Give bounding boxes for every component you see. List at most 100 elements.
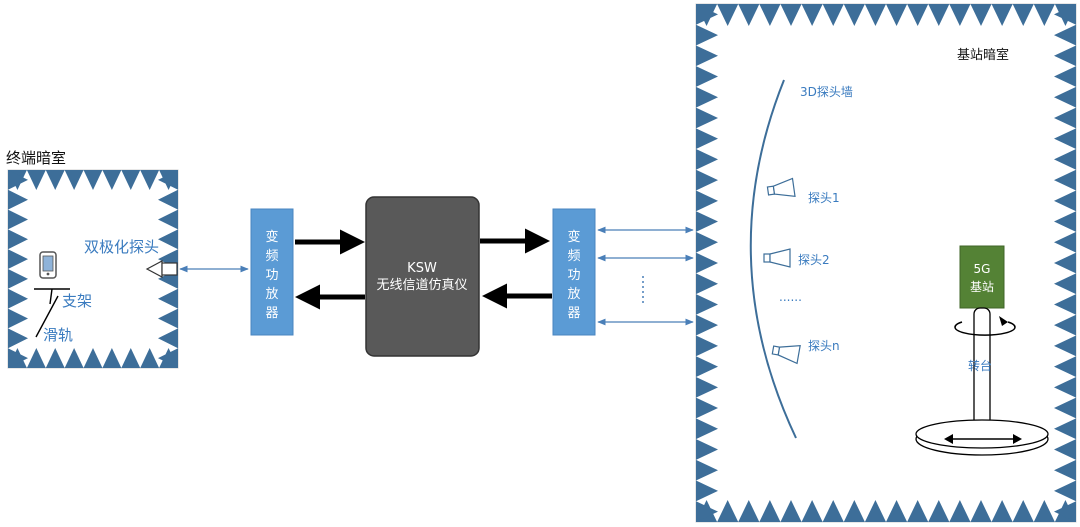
absorber-cone bbox=[1054, 211, 1076, 232]
probe-1-label: 探头1 bbox=[808, 191, 840, 205]
absorber-cone bbox=[696, 211, 718, 232]
base-station-line2: 基站 bbox=[970, 280, 994, 294]
absorber-cone bbox=[717, 500, 739, 522]
probe-n-icon bbox=[771, 344, 801, 365]
absorber-cone bbox=[1054, 231, 1076, 253]
absorber-cone bbox=[1054, 252, 1076, 274]
absorber-cone bbox=[801, 4, 823, 26]
absorber-cone bbox=[696, 356, 718, 377]
absorber-cone bbox=[8, 189, 28, 210]
absorber-cone bbox=[1054, 4, 1076, 25]
absorber-cone bbox=[1054, 190, 1076, 212]
amp-right-char-3: 放 bbox=[567, 287, 580, 302]
turntable-label: 转台 bbox=[968, 358, 992, 373]
absorber-cone bbox=[886, 500, 908, 522]
terminal-absorber-wall bbox=[8, 170, 178, 368]
absorber-cone bbox=[1012, 500, 1034, 522]
absorber-cone bbox=[45, 170, 65, 190]
absorber-cone bbox=[158, 328, 178, 349]
absorber-cone bbox=[158, 229, 178, 250]
absorber-cone bbox=[1054, 480, 1076, 502]
amp-right-char-0: 变 bbox=[567, 229, 580, 245]
absorber-cone bbox=[8, 288, 28, 309]
absorber-cone bbox=[8, 249, 28, 269]
absorber-cone bbox=[864, 4, 886, 26]
absorber-cone bbox=[696, 314, 718, 336]
probe-2-label: 探头2 bbox=[798, 253, 830, 267]
channel-emulator: KSW 无线信道仿真仪 bbox=[365, 196, 480, 357]
absorber-cone bbox=[1054, 459, 1076, 481]
absorber-cone bbox=[8, 170, 28, 190]
absorber-cone bbox=[886, 4, 908, 26]
absorber-cone bbox=[121, 348, 141, 368]
absorber-cone bbox=[696, 252, 718, 274]
absorber-cone bbox=[696, 231, 718, 253]
absorber-cone bbox=[1054, 273, 1076, 295]
absorber-cone bbox=[8, 229, 28, 250]
absorber-cone bbox=[64, 348, 84, 368]
absorber-cone bbox=[26, 170, 46, 190]
absorber-cone bbox=[696, 294, 718, 315]
absorber-cone bbox=[907, 4, 929, 26]
absorber-cone bbox=[158, 288, 178, 309]
absorber-cone bbox=[696, 335, 718, 357]
bracket-label: 支架 bbox=[62, 292, 92, 310]
absorber-cone bbox=[1033, 4, 1055, 26]
rail-label: 滑轨 bbox=[43, 326, 73, 344]
absorber-cone bbox=[8, 209, 28, 230]
absorber-cone bbox=[140, 348, 160, 368]
absorber-cone bbox=[8, 348, 28, 368]
absorber-cone bbox=[738, 500, 760, 522]
absorber-cone bbox=[843, 500, 865, 522]
absorber-cone bbox=[991, 500, 1013, 522]
emulator-desc: 无线信道仿真仪 bbox=[376, 278, 467, 293]
absorber-cone bbox=[1033, 500, 1055, 522]
absorber-cone bbox=[102, 348, 122, 368]
probe-ellipsis: ...... bbox=[779, 290, 802, 304]
absorber-cone bbox=[907, 500, 929, 522]
absorber-cone bbox=[102, 170, 122, 190]
absorber-cone bbox=[696, 107, 718, 129]
amp-left-char-3: 放 bbox=[265, 287, 278, 302]
absorber-cone bbox=[1054, 66, 1076, 87]
absorber-cone bbox=[1054, 376, 1076, 398]
absorber-cone bbox=[696, 45, 718, 67]
absorber-cone bbox=[140, 170, 160, 190]
absorber-cone bbox=[928, 500, 950, 522]
turntable bbox=[915, 307, 1049, 456]
absorber-cone bbox=[158, 209, 178, 230]
amp-right-char-1: 频 bbox=[567, 249, 580, 264]
emulator-name: KSW bbox=[407, 261, 437, 276]
amp-left-char-4: 器 bbox=[265, 306, 278, 321]
absorber-cone bbox=[1054, 169, 1076, 191]
absorber-cone bbox=[1054, 356, 1076, 377]
absorber-cone bbox=[738, 4, 760, 26]
absorber-cone bbox=[696, 86, 718, 108]
absorber-cone bbox=[780, 4, 802, 26]
absorber-cone bbox=[696, 128, 718, 150]
phone-icon bbox=[39, 251, 57, 279]
absorber-cone bbox=[970, 500, 992, 522]
amp-left-char-0: 变 bbox=[265, 229, 278, 245]
absorber-cone bbox=[696, 24, 718, 46]
amp-left-char-1: 频 bbox=[265, 249, 278, 264]
absorber-cone bbox=[991, 4, 1013, 26]
absorber-cone bbox=[759, 500, 781, 522]
amplifier-left: 变 频 功 放 器 bbox=[250, 208, 294, 336]
absorber-cone bbox=[64, 170, 84, 190]
absorber-cone bbox=[696, 439, 718, 460]
terminal-chamber-title: 终端暗室 bbox=[6, 149, 66, 167]
absorber-cone bbox=[1054, 45, 1076, 67]
absorber-cone bbox=[1054, 294, 1076, 315]
absorber-cone bbox=[1054, 149, 1076, 170]
link-ellipsis bbox=[642, 276, 644, 303]
absorber-cone bbox=[1054, 107, 1076, 129]
absorber-cone bbox=[8, 308, 28, 329]
absorber-cone bbox=[822, 4, 844, 26]
absorber-cone bbox=[1012, 4, 1034, 26]
absorber-cone bbox=[1054, 335, 1076, 357]
bracket-and-rail bbox=[34, 288, 70, 338]
absorber-cone bbox=[696, 4, 718, 25]
probe-2-icon bbox=[763, 248, 791, 268]
